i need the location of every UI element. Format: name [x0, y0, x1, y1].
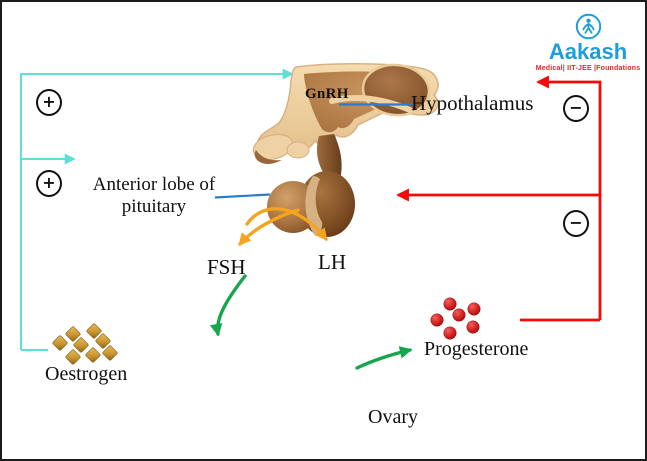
- anterior-lobe-label-line2: pituitary: [121, 196, 187, 217]
- positive-feedback-arrow-to-hypothalamus: [20, 68, 294, 350]
- tan-blob-small: [286, 141, 310, 159]
- negative-feedback-badge-top: −: [563, 95, 589, 122]
- fsh-label: FSH: [207, 255, 246, 279]
- lh-label: LH: [318, 250, 346, 274]
- logo-name: Aakash: [548, 39, 628, 64]
- optic-chiasm-blob: [252, 133, 294, 161]
- tan-band-under-lobe: [329, 95, 413, 113]
- progesterone-label: Progesterone: [424, 338, 529, 360]
- oestrogen-label: Oestrogen: [45, 363, 128, 385]
- hypothalamus-pituitary-illustration: [252, 63, 439, 237]
- anterior-lobe-label: Anterior lobe of pituitary: [80, 174, 228, 218]
- pointer-lines: [214, 103, 413, 199]
- hypothalamus-label: Hypothalamus: [411, 91, 534, 115]
- negative-feedback-lines: [396, 75, 602, 322]
- negative-feedback-arrow-to-hypothalamus: [536, 75, 602, 320]
- fsh-arrow: [238, 208, 300, 246]
- lh-arrow: [245, 207, 328, 241]
- anterior-lobe-label-line1: Anterior lobe of: [92, 174, 216, 195]
- brown-crescent: [254, 150, 282, 164]
- negative-feedback-badge-bottom: −: [563, 210, 589, 237]
- person-in-circle-logo-icon: [575, 13, 601, 40]
- gnrh-label: GnRH: [305, 86, 349, 102]
- positive-feedback-badge-bottom: +: [36, 170, 62, 197]
- ovary-to-progesterone-arrow: [355, 346, 413, 370]
- logo-tagline: Medical| IIT-JEE |Foundations: [535, 65, 641, 72]
- progesterone-particles: [430, 297, 481, 340]
- pituitary-stalk: [316, 134, 342, 175]
- positive-feedback-lines: [20, 68, 294, 351]
- positive-feedback-badge-top: +: [36, 89, 62, 116]
- fsh-to-ovary-arrow: [209, 274, 247, 337]
- secretion-arrows: [209, 274, 413, 370]
- anterior-lobe-pointer-line: [214, 193, 271, 199]
- gonadotropin-arrows: [238, 207, 328, 246]
- oestrogen-particles: [52, 323, 118, 365]
- aakash-logo: Aakash Medical| IIT-JEE |Foundations: [535, 13, 641, 72]
- ovary-label: Ovary: [368, 406, 418, 428]
